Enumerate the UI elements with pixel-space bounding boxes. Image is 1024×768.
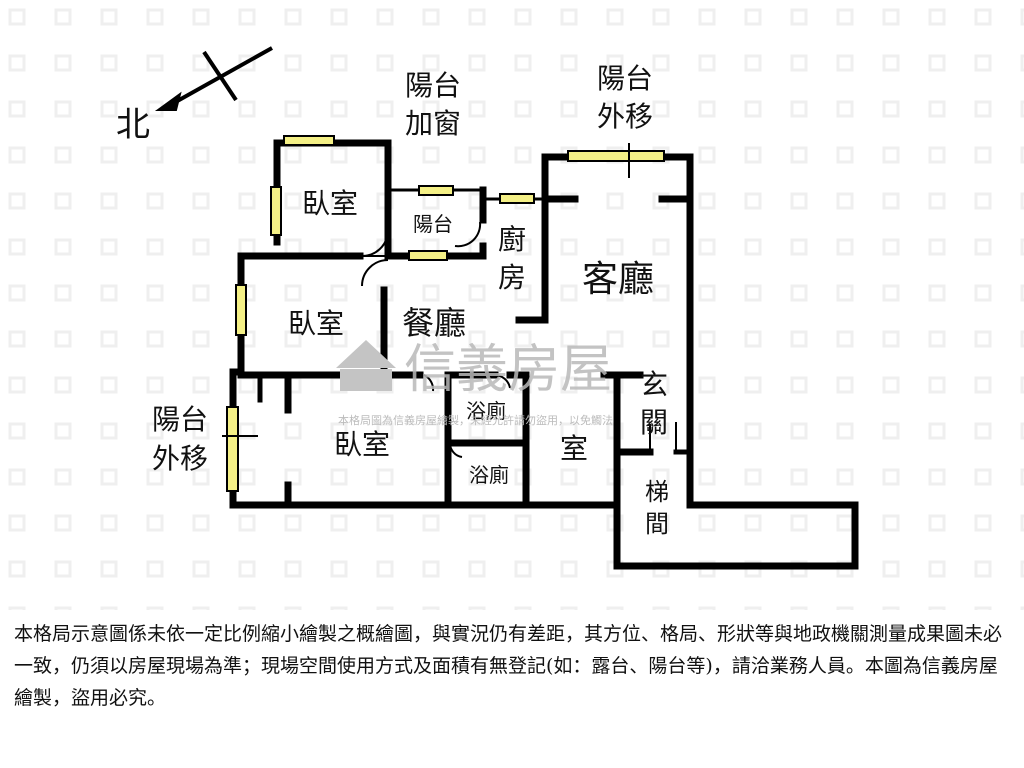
label-balcony-shift-left-2: 外移 [152, 442, 208, 475]
label-balcony-shift-top-1: 陽台 [597, 62, 653, 95]
walls [229, 139, 859, 570]
room-balcony-small: 陽台 [413, 212, 453, 236]
room-bedroom-top: 臥室 [302, 187, 358, 220]
watermark-logo-icon [336, 340, 396, 391]
north-arrow [154, 46, 273, 111]
room-bath-1: 浴廁 [466, 399, 506, 423]
room-dining: 餐廳 [402, 304, 466, 342]
north-label: 北 [116, 105, 150, 145]
disclaimer-text: 本格局示意圖係未依一定比例縮小繪製之概繪圖，與實況仍有差距，其方位、格局、形狀等… [14, 623, 1003, 709]
label-balcony-window-1: 陽台 [405, 69, 461, 102]
windows [226, 135, 665, 492]
kitchen-label-char: 房 [498, 261, 526, 294]
room-stairs: 梯間 [645, 478, 669, 538]
watermark: 信義房屋 本格局圖為信義房屋繪製，未經允許請勿盜用，以免觸法 [336, 340, 613, 427]
label-balcony-shift-top-2: 外移 [597, 100, 653, 133]
background-pattern [0, 0, 1024, 610]
room-kitchen: 廚房 [498, 223, 526, 294]
room-living: 客廳 [582, 259, 654, 300]
label-balcony-window-2: 加窗 [405, 107, 461, 140]
watermark-brand: 信義房屋 [404, 340, 612, 400]
watermark-notice: 本格局圖為信義房屋繪製，未經允許請勿盜用，以免觸法 [338, 413, 613, 427]
room-bedroom-bottom: 臥室 [334, 428, 390, 461]
balcony-shift-markers [222, 143, 630, 437]
room-bedroom-mid: 臥室 [288, 307, 344, 340]
floor-plan: 北 [0, 0, 1024, 610]
room-entry-room: 室 [560, 432, 588, 465]
room-entry-foyer: 玄關 [640, 368, 668, 439]
kitchen-label-char: 廚 [498, 223, 526, 256]
label-balcony-shift-left-1: 陽台 [152, 403, 208, 436]
room-bath-2: 浴廁 [469, 463, 509, 487]
doors [361, 221, 677, 458]
